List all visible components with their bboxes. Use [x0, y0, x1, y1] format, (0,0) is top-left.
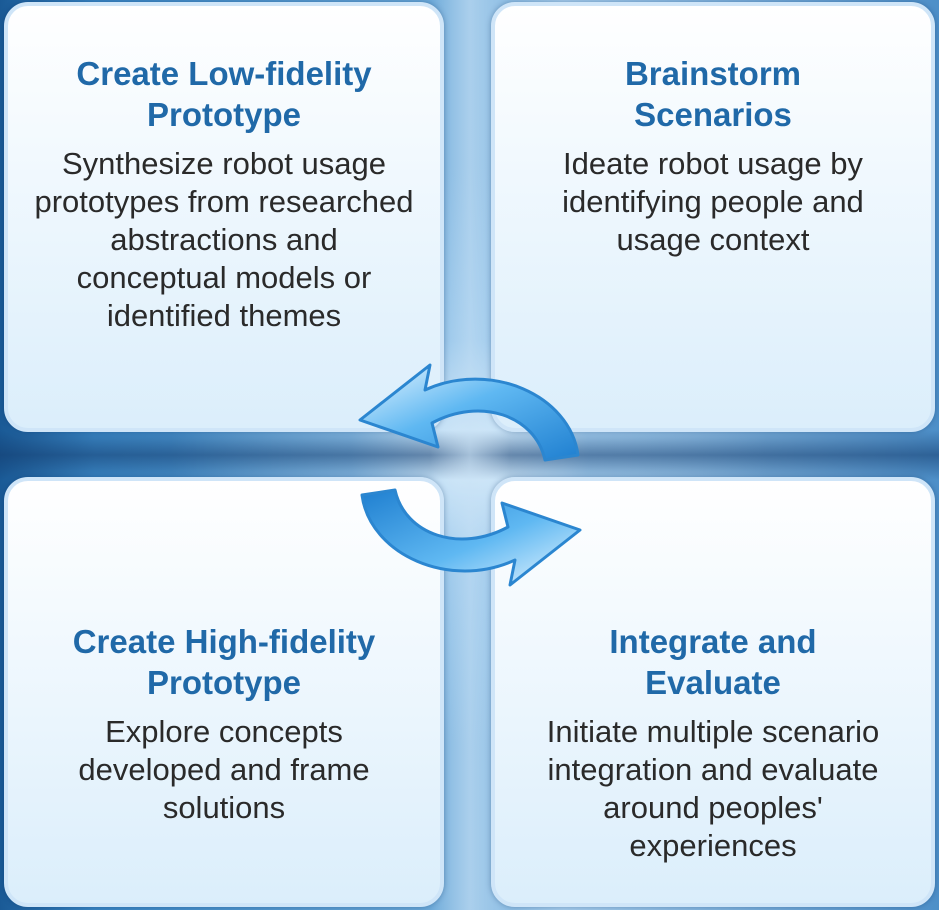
cycle-arrow-upper	[358, 363, 580, 462]
card-create-low-fidelity-prototype: Create Low-fidelity Prototype Synthesize…	[4, 2, 444, 432]
circular-refresh-arrows-icon	[358, 363, 582, 587]
cycle-arrow-lower	[360, 488, 582, 587]
card-description: Synthesize robot usage prototypes from r…	[34, 146, 414, 333]
card-description: Explore concepts developed and frame sol…	[78, 714, 370, 825]
card-integrate-and-evaluate: Integrate and Evaluate Initiate multiple…	[491, 477, 935, 907]
card-description: Ideate robot usage by identifying people…	[562, 146, 864, 257]
card-create-high-fidelity-prototype: Create High-fidelity Prototype Explore c…	[4, 477, 444, 907]
card-title: Create Low-fidelity Prototype	[76, 55, 372, 133]
card-brainstorm-scenarios: Brainstorm Scenarios Ideate robot usage …	[491, 2, 935, 432]
card-title: Integrate and Evaluate	[609, 623, 817, 701]
card-title: Create High-fidelity Prototype	[72, 623, 376, 701]
card-description: Initiate multiple scenario integration a…	[546, 714, 880, 863]
card-title: Brainstorm Scenarios	[624, 55, 802, 133]
